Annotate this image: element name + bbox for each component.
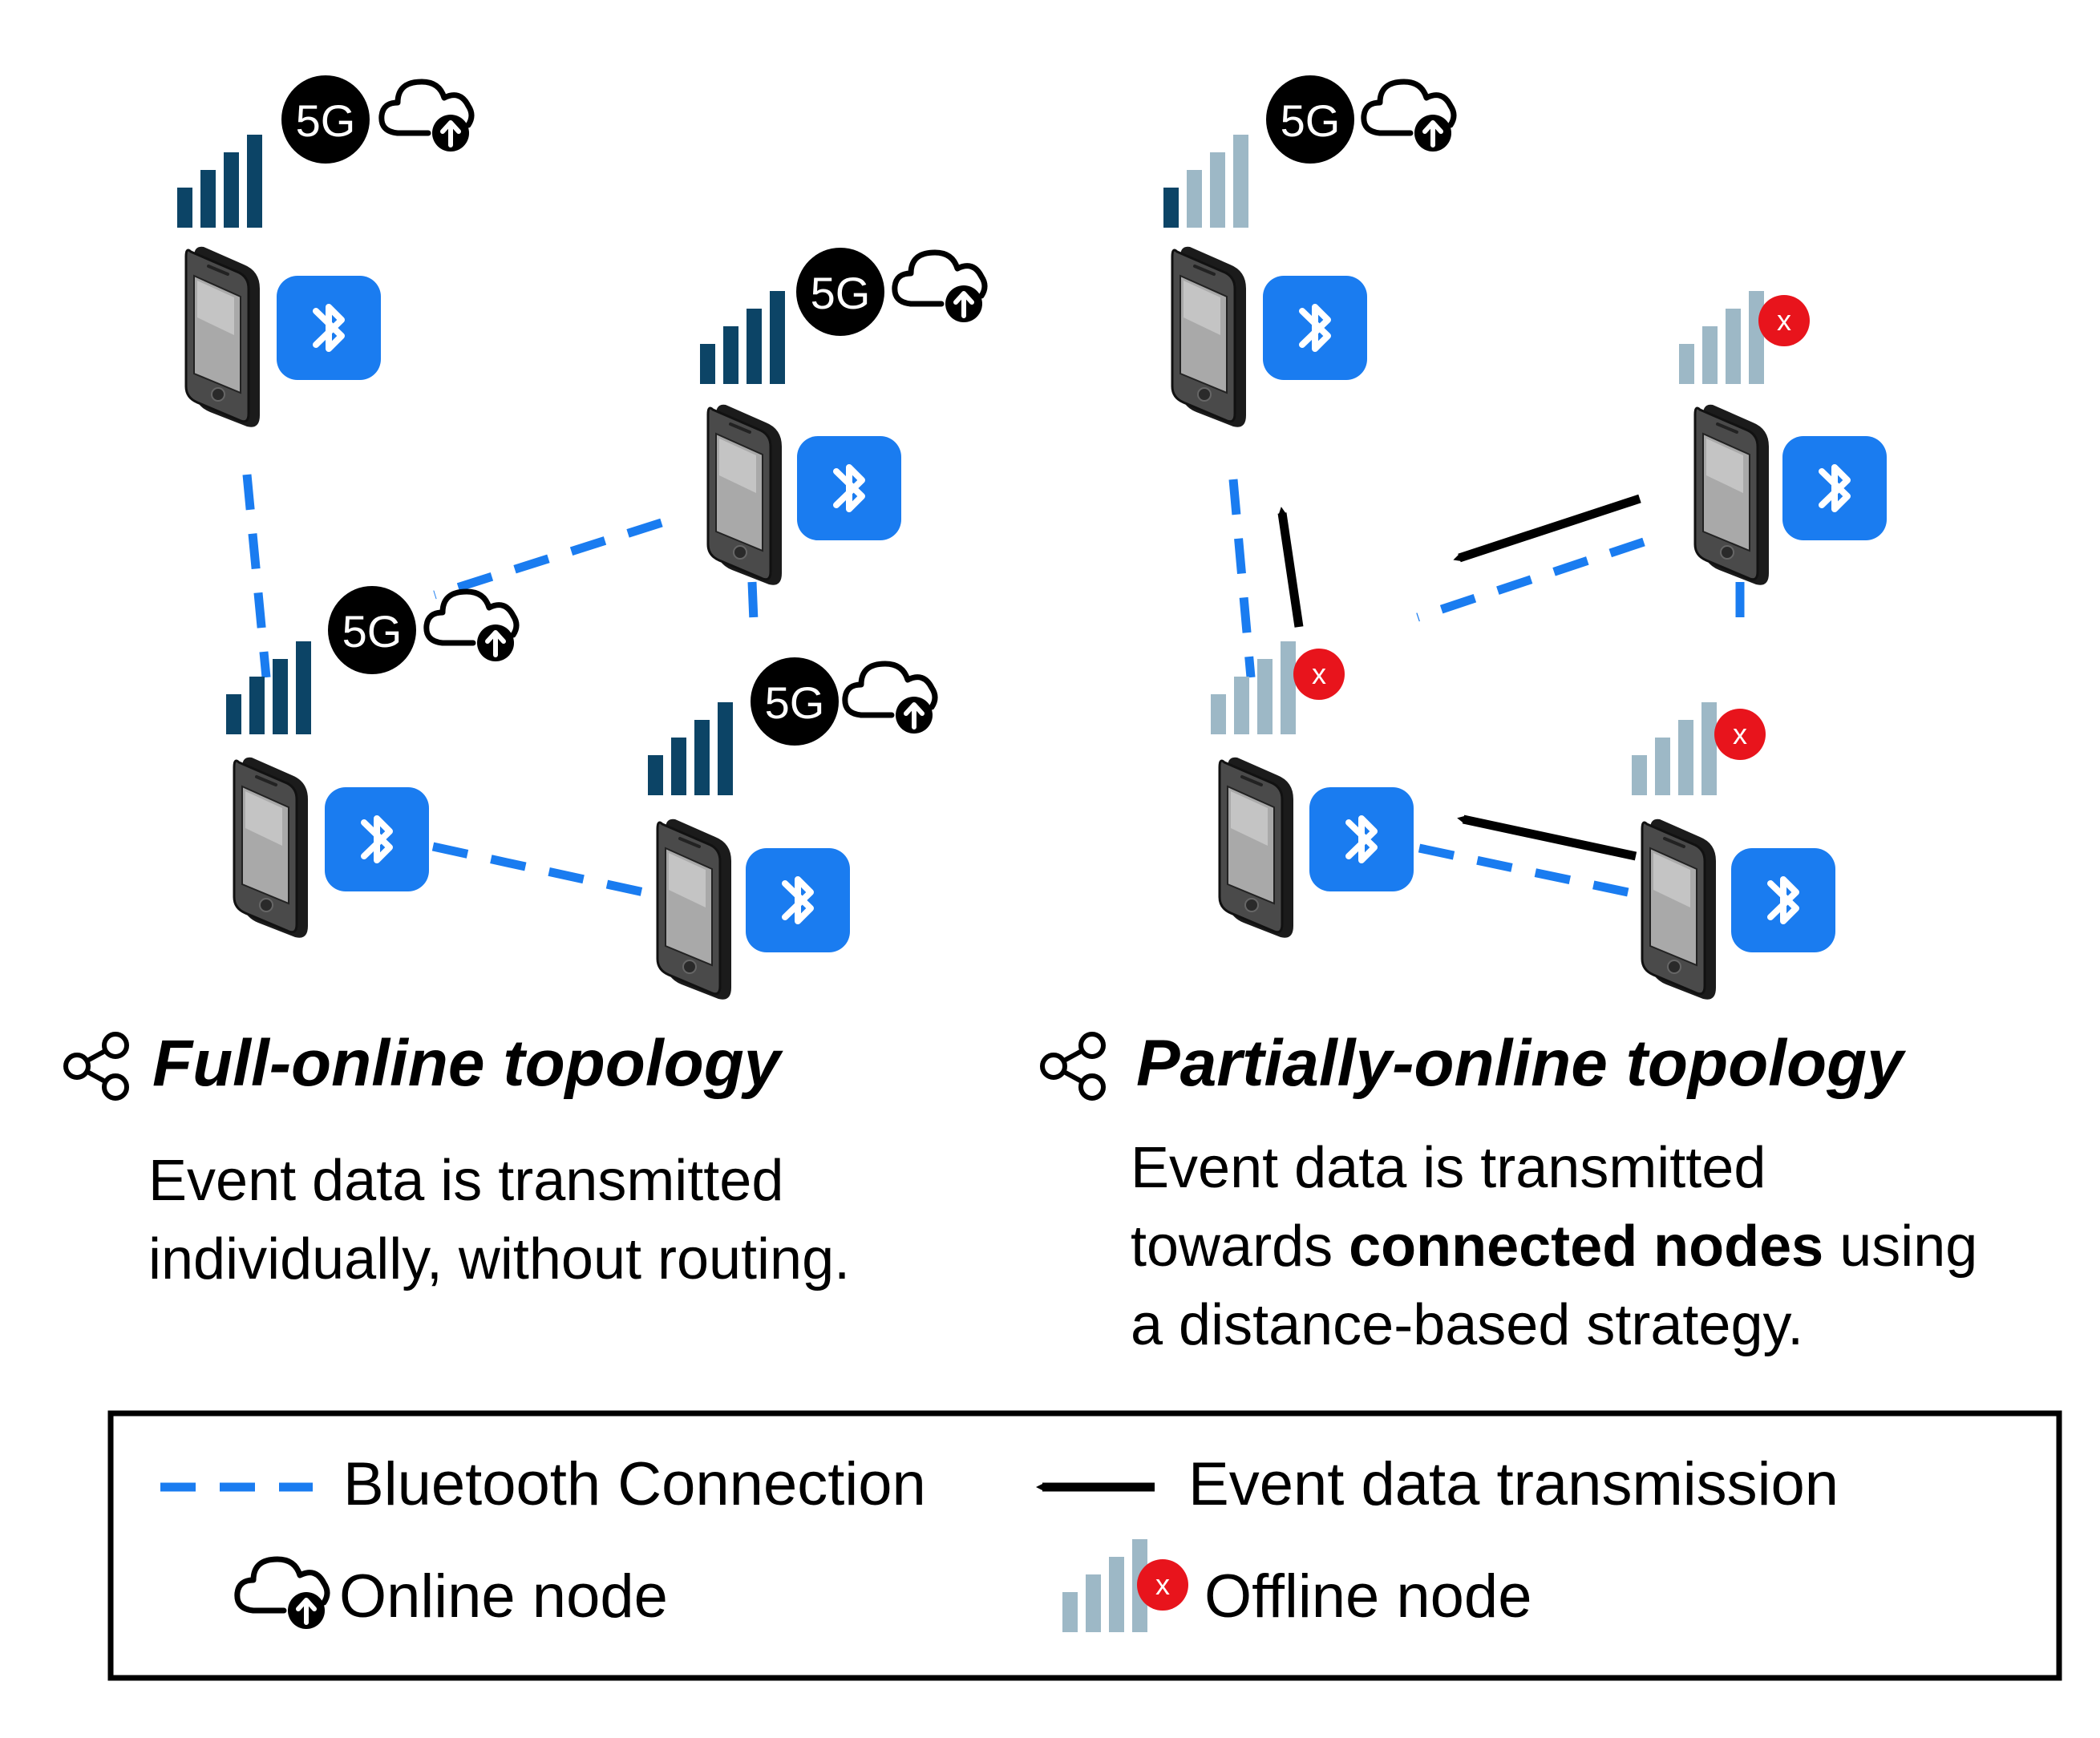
bluetooth-link xyxy=(431,842,653,899)
legend-online-label: Online node xyxy=(339,1562,668,1631)
5g-label: 5G xyxy=(342,606,403,657)
bluetooth-icon xyxy=(1782,436,1887,540)
smartphone-icon xyxy=(656,817,733,1001)
signal-bars-icon xyxy=(648,702,733,795)
bluetooth-links-partial xyxy=(1228,479,1745,899)
cloud-upload-icon xyxy=(845,664,935,734)
partial-topology-title: Partially-online topology xyxy=(1136,1027,1904,1100)
legend-box xyxy=(107,1410,2062,1681)
legend-transmission-label: Event data transmission xyxy=(1188,1450,1839,1518)
offline-x-label: x xyxy=(1312,657,1326,690)
bluetooth-link xyxy=(1228,479,1256,678)
signal-bars-icon xyxy=(700,291,785,384)
bluetooth-icon xyxy=(797,436,901,540)
signal-bars-icon xyxy=(1211,641,1296,734)
node-online: 5G xyxy=(1163,75,1454,429)
bluetooth-link xyxy=(242,474,271,678)
full-topology-title: Full-online topology xyxy=(152,1027,781,1100)
offline-x-label: x xyxy=(1777,304,1791,337)
node-offline: x xyxy=(1632,702,1835,1001)
signal-bars-icon xyxy=(1062,1539,1147,1632)
description-line: Event data is transmitted xyxy=(1131,1136,1766,1200)
bluetooth-icon xyxy=(1731,848,1835,952)
offline-x-label: x xyxy=(1155,1568,1170,1601)
description-line: towards connected nodes using xyxy=(1131,1207,1977,1286)
bluetooth-icon xyxy=(746,848,850,952)
description-text: using xyxy=(1823,1215,1978,1279)
event-transmission-arrow xyxy=(1277,507,1304,628)
5g-label: 5G xyxy=(296,95,356,146)
smartphone-icon xyxy=(706,402,783,587)
smartphone-icon xyxy=(1641,817,1718,1001)
event-transmission-arrow xyxy=(1457,814,1637,861)
cloud-upload-icon xyxy=(895,253,985,322)
signal-bars-icon xyxy=(1163,135,1248,228)
bluetooth-link xyxy=(1416,537,1645,622)
smartphone-icon xyxy=(184,245,261,429)
signal-bars-icon xyxy=(177,135,262,228)
legend-offline-label: Offline node xyxy=(1204,1562,1532,1631)
node-online: 5G xyxy=(700,248,985,587)
bluetooth-link xyxy=(747,581,759,622)
description-text: towards xyxy=(1131,1215,1349,1279)
node-online: 5G xyxy=(177,75,471,429)
bluetooth-icon xyxy=(1309,787,1414,891)
node-online: 5G xyxy=(226,586,516,940)
node-offline: x xyxy=(1679,291,1887,587)
smartphone-icon xyxy=(1171,245,1248,429)
description-line: Event data is transmitted xyxy=(148,1149,784,1213)
cloud-upload-icon xyxy=(382,82,471,152)
full-topology-description: Event data is transmitted individually, … xyxy=(148,1142,850,1299)
cloud-upload-icon xyxy=(427,592,516,661)
bluetooth-link xyxy=(1418,843,1637,899)
signal-bars-icon xyxy=(226,641,311,734)
signal-bars-icon xyxy=(1632,702,1717,795)
node-online: 5G xyxy=(648,657,935,1001)
event-transmission-arrow xyxy=(1453,494,1641,563)
cloud-upload-icon xyxy=(1364,82,1454,152)
5g-label: 5G xyxy=(1281,95,1341,146)
smartphone-icon xyxy=(1218,755,1295,940)
description-emphasis: connected nodes xyxy=(1349,1215,1824,1279)
bluetooth-link xyxy=(433,518,663,600)
smartphone-icon xyxy=(1693,402,1770,587)
bluetooth-icon xyxy=(277,276,381,380)
transmission-arrows xyxy=(1277,494,1641,861)
smartphone-icon xyxy=(233,755,310,940)
description-line: individually, without routing. xyxy=(148,1227,851,1291)
legend-bluetooth-label: Bluetooth Connection xyxy=(343,1450,926,1518)
share-topology-icon xyxy=(66,1034,127,1098)
share-topology-icon xyxy=(1042,1034,1103,1098)
partial-topology-description: Event data is transmitted towards connec… xyxy=(1131,1129,1977,1364)
description-line: a distance-based strategy. xyxy=(1131,1293,1804,1357)
node-offline: x xyxy=(1211,641,1414,940)
bluetooth-icon xyxy=(1263,276,1367,380)
5g-label: 5G xyxy=(765,677,825,728)
5g-label: 5G xyxy=(811,268,871,318)
offline-x-label: x xyxy=(1733,717,1747,750)
bluetooth-links-full xyxy=(242,474,759,899)
bluetooth-icon xyxy=(325,787,429,891)
cloud-upload-icon xyxy=(237,1559,327,1629)
signal-bars-icon xyxy=(1679,291,1764,384)
